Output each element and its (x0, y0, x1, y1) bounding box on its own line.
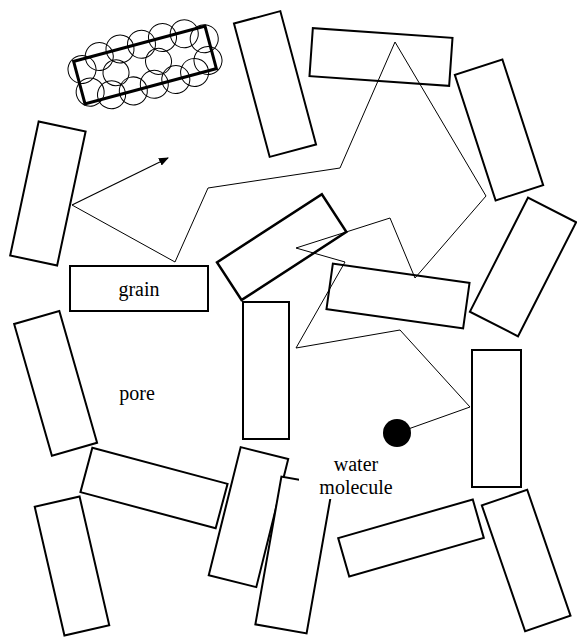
molecule-label: water molecule (299, 453, 413, 499)
pore-label: pore (117, 382, 157, 405)
hydrated-grain (62, 10, 229, 119)
grain-box: grain (69, 265, 209, 312)
walk-arrow (72, 158, 168, 205)
water-molecule-dot (383, 419, 411, 447)
random-walk (72, 42, 486, 433)
grain-label: grain (118, 278, 159, 300)
grains (10, 11, 576, 635)
